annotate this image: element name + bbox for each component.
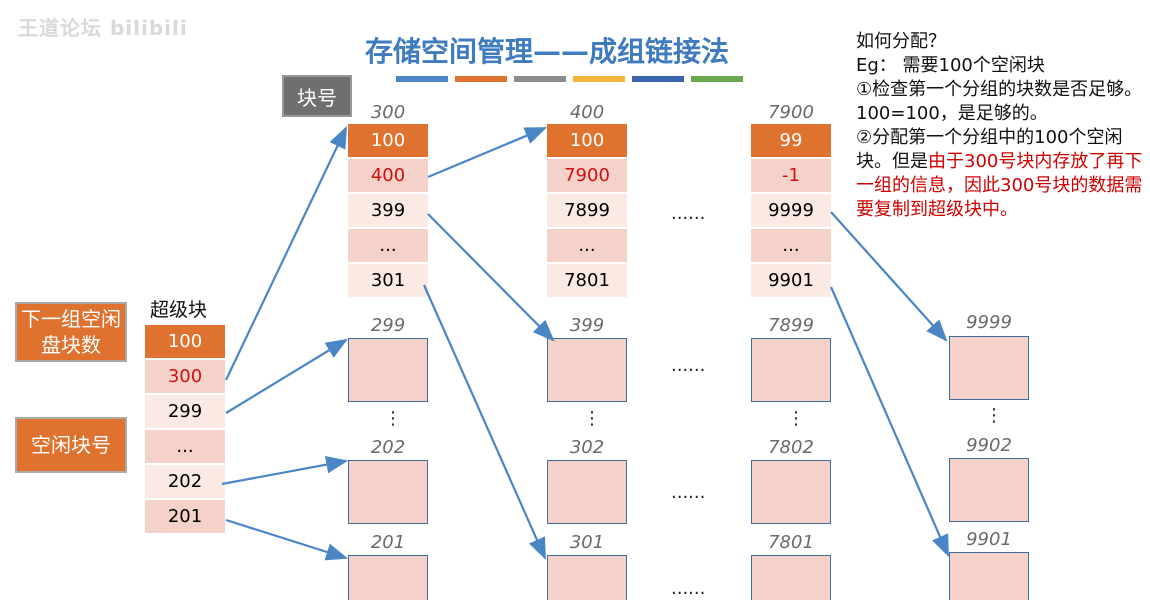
- superblock-label: 超级块: [150, 299, 208, 321]
- vertical-ellipsis: ⋮: [985, 405, 1003, 426]
- group-ellipsis: ......: [671, 203, 706, 224]
- group-cell: 7801: [547, 264, 627, 299]
- block-header: 7900: [768, 102, 814, 123]
- arrow: [422, 284, 547, 561]
- row-ellipsis: ......: [671, 355, 706, 376]
- block-header: 302: [569, 437, 605, 458]
- arrow: [427, 213, 555, 342]
- legend-bar: [455, 76, 507, 82]
- group-cell: ...: [547, 229, 627, 264]
- superblock-cell: 201: [145, 500, 225, 535]
- block-header: 7801: [768, 532, 814, 553]
- group-cell: 100: [547, 124, 627, 159]
- group-cell: -1: [751, 159, 831, 194]
- group-cell: 301: [348, 264, 428, 299]
- free-block: [348, 338, 428, 402]
- free-block: [751, 555, 831, 600]
- group-cell: 9999: [751, 194, 831, 229]
- arrow: [829, 286, 950, 558]
- row-ellipsis: ......: [671, 578, 706, 599]
- arrow: [221, 455, 349, 486]
- arrow: [427, 126, 548, 179]
- watermark: 王道论坛 bilibili: [18, 16, 188, 40]
- group-cell: 7900: [547, 159, 627, 194]
- callout-free-block-number: 空闲块号: [15, 417, 127, 473]
- free-block: [949, 458, 1029, 522]
- block-header: 9902: [966, 435, 1012, 456]
- superblock-cell: 300: [145, 360, 225, 395]
- note-step2: ②分配第一个分组中的100个空闲块。但是由于300号块内存放了再下一组的信息，因…: [856, 126, 1146, 222]
- note-step1: ①检查第一个分组的块数是否足够。100=100，是足够的。: [856, 79, 1143, 124]
- block-header: 201: [370, 532, 406, 553]
- block-header: 7899: [768, 315, 814, 336]
- arrow: [225, 518, 349, 561]
- free-block: [348, 555, 428, 600]
- note-example: Eg： 需要100个空闲块: [856, 55, 1045, 76]
- group-cell: ...: [751, 229, 831, 264]
- arrow: [830, 211, 948, 342]
- group-cell: 99: [751, 124, 831, 159]
- group-cell: ...: [348, 229, 428, 264]
- superblock-cell: 299: [145, 395, 225, 430]
- block-header: 300: [370, 102, 406, 123]
- block-header: 9999: [966, 312, 1012, 333]
- block-header: 400: [569, 102, 605, 123]
- legend-bar: [396, 76, 448, 82]
- note-step2-b: 由于300号块内存放了再下一组的信息，因此300号块的数据需要复制到超级块中。: [856, 151, 1143, 220]
- free-block: [949, 552, 1029, 600]
- group-cell: 400: [348, 159, 428, 194]
- group-cell: 7899: [547, 194, 627, 229]
- vertical-ellipsis: ⋮: [583, 408, 601, 429]
- legend-bar: [573, 76, 625, 82]
- callout-next-group-count: 下一组空闲盘块数: [15, 302, 127, 362]
- arrow: [225, 338, 348, 414]
- note-step2-a: ②分配第一个分组中的100个空闲块。但是: [856, 127, 1123, 172]
- free-block: [547, 555, 627, 600]
- arrow: [225, 126, 347, 381]
- note-question: 如何分配？: [856, 31, 946, 52]
- free-block: [751, 460, 831, 524]
- block-header: 301: [569, 532, 605, 553]
- notes-panel: 如何分配？ Eg： 需要100个空闲块 ①检查第一个分组的块数是否足够。100=…: [856, 30, 1146, 222]
- free-block: [547, 338, 627, 402]
- free-block: [547, 460, 627, 524]
- callout-block-number: 块号: [282, 75, 352, 117]
- free-block: [348, 460, 428, 524]
- group-cell: 399: [348, 194, 428, 229]
- legend-bar: [514, 76, 566, 82]
- block-header: 7802: [768, 437, 814, 458]
- vertical-ellipsis: ⋮: [384, 408, 402, 429]
- vertical-ellipsis: ⋮: [787, 408, 805, 429]
- slide-title: 存储空间管理——成组链接法: [365, 35, 730, 68]
- group-cell: 9901: [751, 264, 831, 299]
- block-header: 399: [569, 315, 605, 336]
- group-cell: 100: [348, 124, 428, 159]
- free-block: [949, 336, 1029, 400]
- block-header: 9901: [966, 529, 1012, 550]
- free-block: [751, 338, 831, 402]
- superblock-cell: ...: [145, 430, 225, 465]
- row-ellipsis: ......: [671, 482, 706, 503]
- superblock-cell: 100: [145, 325, 225, 360]
- legend-bar: [632, 76, 684, 82]
- legend-bar: [691, 76, 743, 82]
- block-header: 299: [370, 315, 406, 336]
- block-header: 202: [370, 437, 406, 458]
- superblock-cell: 202: [145, 465, 225, 500]
